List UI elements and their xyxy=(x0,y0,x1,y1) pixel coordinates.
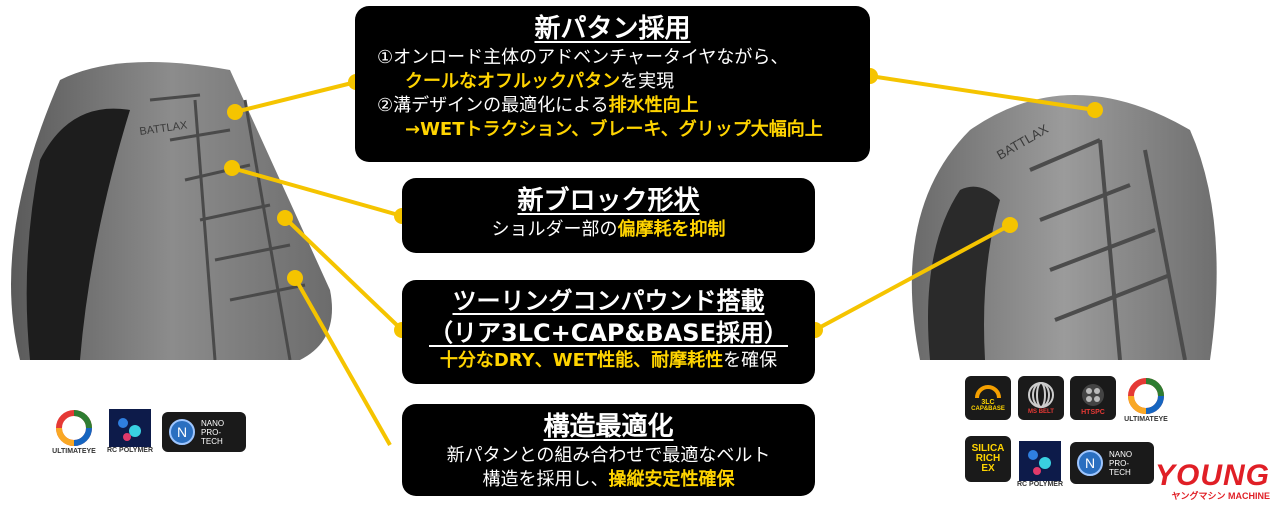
callout-highlight: 十分なDRY、WET性能、耐摩耗性 xyxy=(439,350,724,372)
callout-text: を実現 xyxy=(620,71,675,93)
badge-label: HTSPC xyxy=(1081,408,1105,416)
callout-highlight: 排水性向上 xyxy=(608,94,699,116)
young-machine-watermark: YOUNG ヤングマシン MACHINE xyxy=(1155,461,1270,502)
nano-pro-tech-icon: N xyxy=(169,419,195,445)
callout-highlight: 操縦安定性確保 xyxy=(608,469,735,491)
callout-line: クールなオフルックパタンを実現 xyxy=(377,70,858,94)
callout-title: 新ブロック形状 xyxy=(517,186,700,216)
callout-touring-compound: ツーリングコンパウンド搭載 （リア3LC+CAP&BASE採用） 十分なDRY、… xyxy=(402,280,815,384)
callout-line: ショルダー部の偏摩耗を抑制 xyxy=(414,218,803,242)
badge-htspc: HTSPC xyxy=(1070,376,1116,420)
callout-line: 新パタンとの組み合わせで最適なベルト xyxy=(446,445,771,467)
rc-polymer-icon xyxy=(109,408,151,447)
badge-label: RC POLYMER xyxy=(1016,480,1064,488)
badge-label: NANO PRO-TECH xyxy=(201,418,225,446)
badge-3lc-cap-base: 3LC CAP&BASE xyxy=(965,376,1011,420)
badge-label: ULTIMATEYE xyxy=(52,447,96,455)
badge-ultimat-eye-rear: ULTIMATEYE xyxy=(1122,372,1170,426)
ultimat-eye-icon xyxy=(1128,377,1164,414)
svg-text:N: N xyxy=(1085,455,1095,471)
svg-text:N: N xyxy=(177,424,187,440)
watermark-sub: ヤングマシン MACHINE xyxy=(1171,491,1271,501)
badge-label: SILICA RICH EX xyxy=(971,443,1005,474)
badge-ultimat-eye-front: ULTIMATEYE xyxy=(50,404,98,458)
callout-title: 新パタン採用 xyxy=(534,14,691,44)
nano-pro-tech-icon: N xyxy=(1077,450,1103,476)
callout-new-block: 新ブロック形状 ショルダー部の偏摩耗を抑制 xyxy=(402,178,815,253)
callout-text: ショルダー部の xyxy=(491,219,618,241)
callout-highlight: →WETトラクション、ブレーキ、グリップ大幅向上 xyxy=(405,118,823,140)
badge-rc-polymer-front: RC POLYMER xyxy=(106,404,154,458)
badge-silica-rich-ex: SILICA RICH EX xyxy=(965,436,1011,482)
callout-line: 十分なDRY、WET性能、耐摩耗性を確保 xyxy=(414,349,803,373)
callout-structure: 構造最適化 新パタンとの組み合わせで最適なベルト 構造を採用し、操縦安定性確保 xyxy=(402,404,815,496)
badge-nano-pro-tech-front: N NANO PRO-TECH xyxy=(162,412,246,452)
htspc-icon xyxy=(1082,383,1104,406)
badge-label: 3LC xyxy=(981,398,995,406)
callout-text: ②溝デザインの最適化による xyxy=(377,94,609,116)
badge-ms-belt: MS BELT xyxy=(1018,376,1064,420)
3lc-icon xyxy=(975,384,1001,398)
badge-label: NANO PRO-TECH xyxy=(1109,449,1133,477)
watermark-main: YOUNG xyxy=(1154,459,1270,492)
rc-polymer-icon xyxy=(1019,440,1061,481)
ultimat-eye-icon xyxy=(56,409,92,446)
callout-line: ②溝デザインの最適化による排水性向上 xyxy=(377,94,858,118)
badge-label: MS BELT xyxy=(1028,409,1054,415)
callout-title: ツーリングコンパウンド搭載 xyxy=(452,287,765,315)
callout-line: 構造を採用し、操縦安定性確保 xyxy=(414,468,803,492)
callout-highlight: 偏摩耗を抑制 xyxy=(617,219,726,241)
rear-tyre-image: BATTLAX xyxy=(911,95,1217,360)
front-tyre-image: BATTLAX xyxy=(11,62,332,360)
callout-new-pattern: 新パタン採用 ①オンロード主体のアドベンチャータイヤながら、 クールなオフルック… xyxy=(355,6,870,162)
badge-label: RC POLYMER xyxy=(106,446,154,454)
ms-belt-icon xyxy=(1028,382,1054,408)
badge-rc-polymer-rear: RC POLYMER xyxy=(1016,436,1064,492)
callout-highlight: クールなオフルックパタン xyxy=(405,71,621,93)
callout-title: 構造最適化 xyxy=(543,412,674,442)
callout-text: 構造を採用し、 xyxy=(482,469,609,491)
badge-nano-pro-tech-rear: N NANO PRO-TECH xyxy=(1070,442,1154,484)
badge-label: CAP&BASE xyxy=(971,405,1005,412)
callout-line: ①オンロード主体のアドベンチャータイヤながら、 xyxy=(377,47,789,69)
badge-label: ULTIMATEYE xyxy=(1124,415,1168,423)
callout-subtitle: （リア3LC+CAP&BASE採用） xyxy=(429,318,788,347)
callout-text: を確保 xyxy=(723,350,778,372)
